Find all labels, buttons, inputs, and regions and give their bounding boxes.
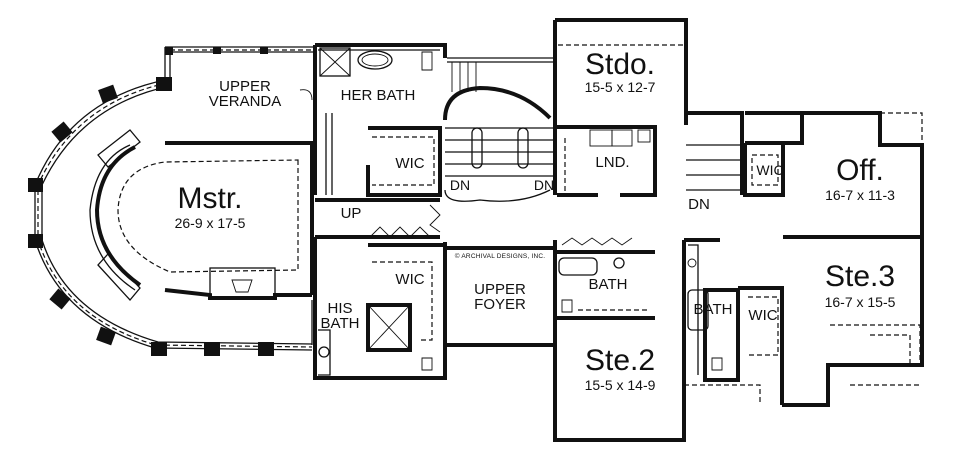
hall-walls xyxy=(315,198,441,239)
her-bath-walls xyxy=(299,43,447,197)
suite-3-walls xyxy=(684,238,924,407)
studio-walls xyxy=(553,18,688,197)
suite-2-walls xyxy=(553,237,686,442)
spiral-staircase xyxy=(443,57,555,202)
upper-veranda-label: UPPER VERANDA xyxy=(208,78,282,110)
master-bedroom-walls xyxy=(89,129,314,301)
suite-3-wic-label: WIC xyxy=(748,307,778,324)
his-bath-label: HIS BATH xyxy=(320,300,360,332)
laundry-label: LND. xyxy=(595,154,630,171)
back-stair-dn-label: DN xyxy=(688,196,710,213)
veranda-columns xyxy=(28,47,274,356)
his-wic-label: WIC xyxy=(395,271,425,288)
suite-3-bath-label: BATH xyxy=(693,301,733,318)
her-wic-label: WIC xyxy=(395,155,425,172)
suite-2-bath-label: BATH xyxy=(588,276,628,293)
master-bedroom-name: Mstr. xyxy=(177,182,243,215)
upper-foyer-label: UPPER FOYER xyxy=(474,281,526,313)
suite-2-dims: 15-5 x 14-9 xyxy=(584,377,656,393)
suite-2-name: Ste.2 xyxy=(584,344,656,377)
copyright-notice: © ARCHIVAL DESIGNS, INC. xyxy=(454,253,546,260)
spiral-stair-dn-right: DN xyxy=(533,177,555,193)
office-dims: 16-7 x 11-3 xyxy=(825,187,895,203)
his-bath-walls xyxy=(311,237,447,380)
office-name: Off. xyxy=(836,154,884,187)
spiral-stair-dn-left: DN xyxy=(449,177,471,193)
suite-3-dims: 16-7 x 15-5 xyxy=(824,294,896,310)
suite-3-name: Ste.3 xyxy=(824,260,896,293)
back-stair-and-office-walls xyxy=(686,111,924,240)
up-stair-label: UP xyxy=(340,205,362,222)
office-wic-label: WIC xyxy=(756,162,784,178)
studio-dims: 15-5 x 12-7 xyxy=(584,79,656,95)
upper-foyer-walls xyxy=(445,246,555,347)
master-bedroom-dims: 26-9 x 17-5 xyxy=(174,215,246,231)
her-bath-label: HER BATH xyxy=(340,87,416,104)
studio-name: Stdo. xyxy=(584,48,656,81)
